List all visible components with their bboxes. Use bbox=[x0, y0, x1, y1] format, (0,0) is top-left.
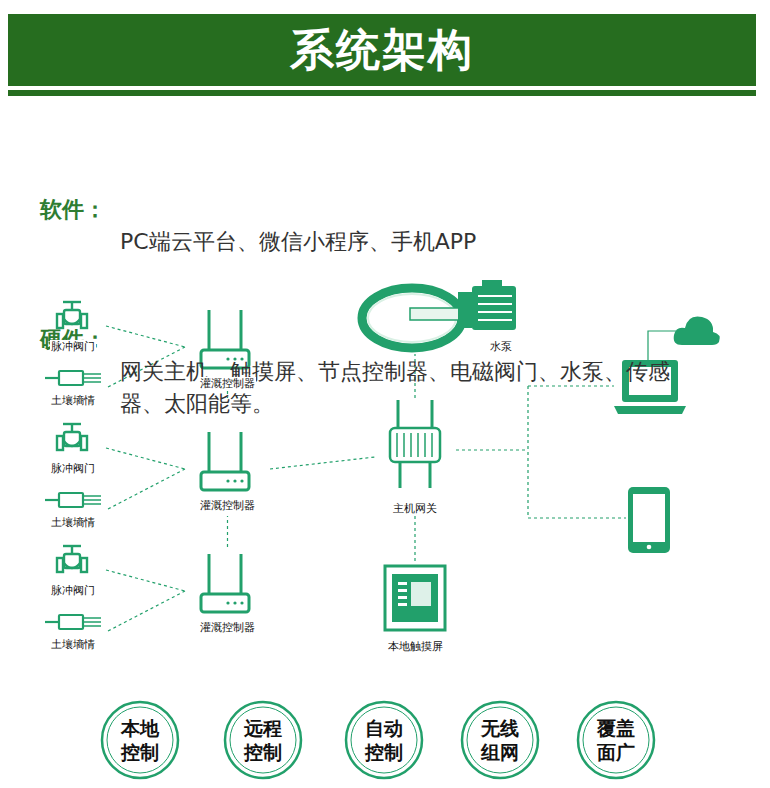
dashed-connector bbox=[414, 516, 415, 562]
node-label: 水泵 bbox=[489, 340, 513, 354]
node-label: 灌溉控制器 bbox=[199, 377, 256, 391]
pump-icon bbox=[362, 280, 516, 348]
dashed-connector bbox=[106, 326, 185, 347]
gateway-icon bbox=[390, 400, 440, 488]
dashed-connector bbox=[106, 448, 185, 469]
soil-node: 土壤墒情 bbox=[38, 488, 108, 530]
node-label: 脉冲阀门 bbox=[50, 584, 96, 598]
node-label: 土壤墒情 bbox=[50, 638, 96, 652]
touchscreen-icon bbox=[385, 566, 445, 630]
dashed-connector bbox=[270, 457, 375, 469]
cloud-icon bbox=[674, 316, 720, 345]
feature-circle: 自动 控制 bbox=[344, 700, 424, 780]
soil-node: 土壤墒情 bbox=[38, 610, 108, 652]
feature-circle: 本地 控制 bbox=[100, 700, 180, 780]
node-label: 本地触摸屏 bbox=[387, 640, 444, 654]
circle-outline bbox=[223, 700, 303, 780]
feature-label: 远程 控制 bbox=[240, 716, 286, 764]
node-label: 脉冲阀门 bbox=[50, 462, 96, 476]
node-label: 土壤墒情 bbox=[50, 516, 96, 530]
controller-node: 灌溉控制器 bbox=[185, 425, 270, 513]
controller-node: 灌溉控制器 bbox=[185, 547, 270, 635]
phone-icon bbox=[628, 487, 670, 553]
valve-node: 脉冲阀门 bbox=[40, 542, 106, 598]
node-label: 灌溉控制器 bbox=[199, 621, 256, 635]
header-rule bbox=[8, 90, 756, 96]
dashed-connector bbox=[227, 516, 228, 547]
valve-node: 脉冲阀门 bbox=[40, 298, 106, 354]
feature-label: 本地 控制 bbox=[117, 716, 163, 764]
pump-node: 水泵 bbox=[360, 282, 525, 356]
feature-label: 覆盖 面广 bbox=[593, 716, 639, 764]
dashed-connector bbox=[108, 469, 185, 509]
feature-label: 自动 控制 bbox=[361, 716, 407, 764]
node-label: 土壤墒情 bbox=[50, 394, 96, 408]
cloud-link bbox=[648, 331, 676, 360]
valve-node: 脉冲阀门 bbox=[40, 420, 106, 476]
wireless-link bbox=[456, 386, 626, 518]
dashed-connector bbox=[106, 570, 185, 591]
feature-circle: 无线 组网 bbox=[460, 700, 540, 780]
feature-circle: 远程 控制 bbox=[223, 700, 303, 780]
circle-outline bbox=[100, 700, 180, 780]
node-label: 灌溉控制器 bbox=[199, 499, 256, 513]
node-label: 脉冲阀门 bbox=[50, 340, 96, 354]
circle-outline bbox=[576, 700, 656, 780]
circle-outline bbox=[460, 700, 540, 780]
controller-node: 灌溉控制器 bbox=[185, 303, 270, 391]
dashed-connector bbox=[108, 591, 185, 631]
gateway-node: 主机网关 bbox=[375, 398, 455, 516]
soil-node: 土壤墒情 bbox=[38, 366, 108, 408]
header-band bbox=[8, 14, 756, 86]
feature-label: 无线 组网 bbox=[477, 716, 523, 764]
feature-circle: 覆盖 面广 bbox=[576, 700, 656, 780]
section-heading: 软件： bbox=[40, 194, 120, 226]
circle-outline bbox=[344, 700, 424, 780]
touchscreen-node: 本地触摸屏 bbox=[365, 562, 465, 654]
item-list: PC端云平台、微信小程序、手机APP bbox=[120, 226, 740, 258]
title: 系统架构 bbox=[8, 14, 756, 86]
node-label: 主机网关 bbox=[392, 502, 438, 516]
